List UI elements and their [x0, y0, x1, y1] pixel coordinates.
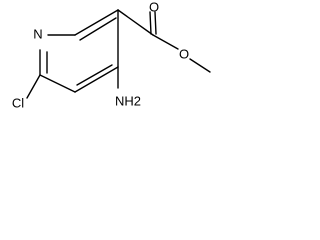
bond-carbonyl-double-1 — [149, 11, 152, 35]
bond-c6-cl — [26, 74, 41, 99]
bond-carbonyl-to-ester-o — [152, 34, 179, 50]
bond-c4-c5 — [74, 66, 119, 93]
bond-carbonyl-double-2 — [154, 11, 157, 35]
bond-c2-c3 — [74, 9, 119, 36]
bond-c3-carbonyl-carbon — [117, 9, 154, 36]
bond-c4-c5-inner — [76, 64, 113, 86]
amino-label: NH2 — [115, 93, 141, 108]
bond-c5-c6 — [39, 74, 76, 93]
structure-diagram: N Cl NH2 O O — [12, 0, 211, 110]
bond-ester-o-to-methyl — [189, 58, 211, 73]
ring-nitrogen-label: N — [33, 26, 42, 41]
carbonyl-oxygen-label: O — [149, 0, 159, 14]
chloro-label: Cl — [12, 95, 24, 110]
ester-oxygen-label: O — [179, 46, 189, 61]
bond-c2-c3-inner — [79, 17, 117, 41]
